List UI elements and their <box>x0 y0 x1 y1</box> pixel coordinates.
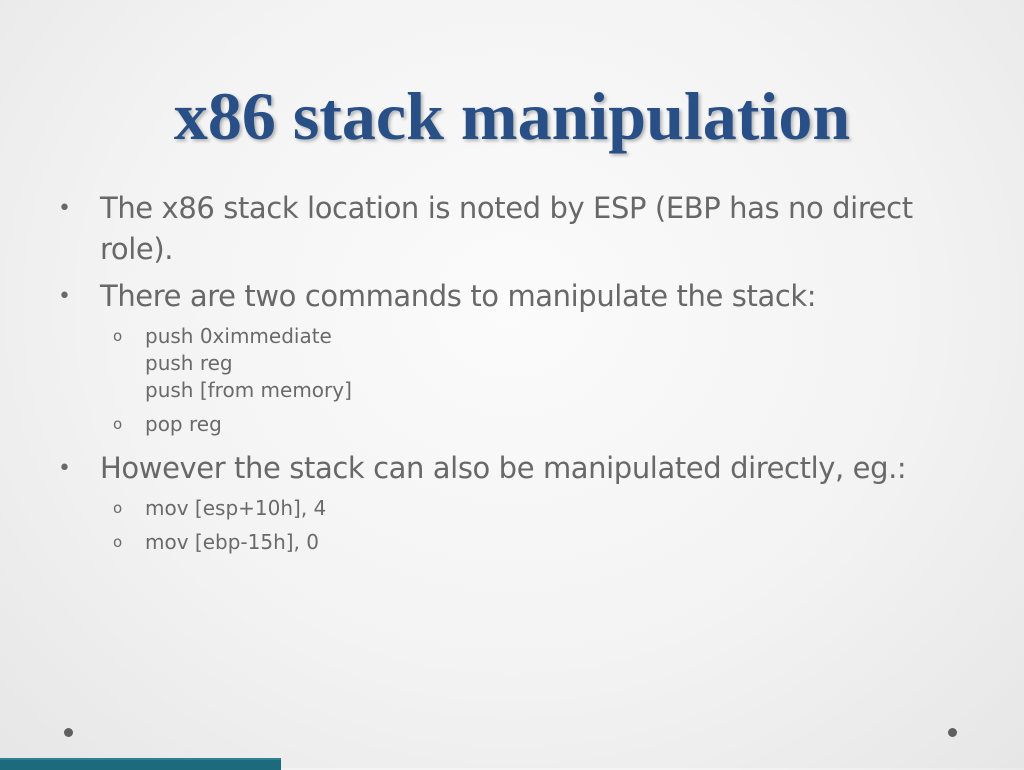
sub-bullet-text: mov [esp+10h], 4 <box>145 496 327 520</box>
bullet-item: • The x86 stack location is noted by ESP… <box>58 188 978 270</box>
sub-bullet-text: mov [ebp-15h], 0 <box>145 530 319 554</box>
sub-bullet-marker: o <box>113 499 123 517</box>
sub-bullet-text: push 0ximmediate <box>145 324 332 348</box>
sub-bullet-text: push [from memory] <box>145 378 352 402</box>
sub-bullet-marker: o <box>113 533 123 551</box>
bullet-item: • There are two commands to manipulate t… <box>58 276 978 317</box>
accent-bar <box>0 758 281 770</box>
sub-bullet-text: pop reg <box>145 412 222 436</box>
bullet-marker: • <box>58 456 71 481</box>
sub-list: o push 0ximmediate push reg push [from m… <box>58 323 978 438</box>
sub-bullet-marker: o <box>113 415 123 433</box>
decorative-dot <box>948 728 957 737</box>
slide-title: x86 stack manipulation <box>173 78 851 154</box>
bullet-text: The x86 stack location is noted by ESP (… <box>100 191 913 266</box>
sub-bullet-item: o mov [esp+10h], 4 <box>58 495 978 522</box>
sub-bullet-item: o mov [ebp-15h], 0 <box>58 529 978 556</box>
bullet-marker: • <box>58 284 71 309</box>
sub-bullet-item: o pop reg <box>58 411 978 438</box>
sub-list: o mov [esp+10h], 4 o mov [ebp-15h], 0 <box>58 495 978 556</box>
slide-body: • The x86 stack location is noted by ESP… <box>58 188 978 566</box>
bullet-marker: • <box>58 196 71 221</box>
bullet-text: There are two commands to manipulate the… <box>100 279 817 313</box>
decorative-dot <box>64 728 73 737</box>
sub-bullet-marker: o <box>113 327 123 345</box>
sub-bullet-item: o push 0ximmediate push reg push [from m… <box>58 323 978 404</box>
bullet-item: • However the stack can also be manipula… <box>58 448 978 489</box>
bullet-text: However the stack can also be manipulate… <box>100 451 907 485</box>
sub-bullet-text: push reg <box>145 351 233 375</box>
